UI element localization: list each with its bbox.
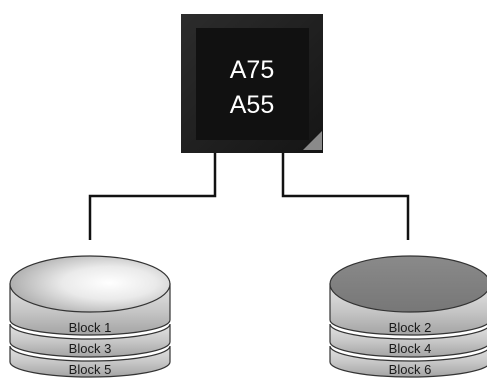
disk-right-layer-3 — [329, 345, 487, 378]
disk-right-block-2: Block 2 — [389, 320, 432, 335]
chipset-face — [196, 28, 309, 140]
chipset-corner-mark — [303, 131, 322, 150]
disk-right-top — [329, 255, 487, 313]
disk-left-layer-2 — [9, 323, 171, 358]
connector-lines — [88, 153, 410, 240]
connector-right — [281, 153, 410, 240]
disk-right-block-6: Block 6 — [389, 362, 432, 377]
disk-left-layer-3 — [9, 345, 171, 378]
disk-left: Block 1 Block 3 Block 5 — [9, 255, 171, 378]
disk-right-layer-2 — [329, 323, 487, 358]
disk-right: Block 2 Block 4 Block 6 — [329, 255, 487, 378]
disk-right-block-4: Block 4 — [389, 341, 432, 356]
connector-left — [88, 153, 217, 240]
chipset: A75 A55 — [181, 14, 323, 153]
disk-left-block-1: Block 1 — [69, 320, 112, 335]
disk-left-top — [9, 255, 171, 313]
chipset-label-line2: A55 — [230, 91, 274, 119]
chipset-label-line1: A75 — [230, 56, 274, 84]
disk-left-block-5: Block 5 — [69, 362, 112, 377]
disk-left-block-3: Block 3 — [69, 341, 112, 356]
